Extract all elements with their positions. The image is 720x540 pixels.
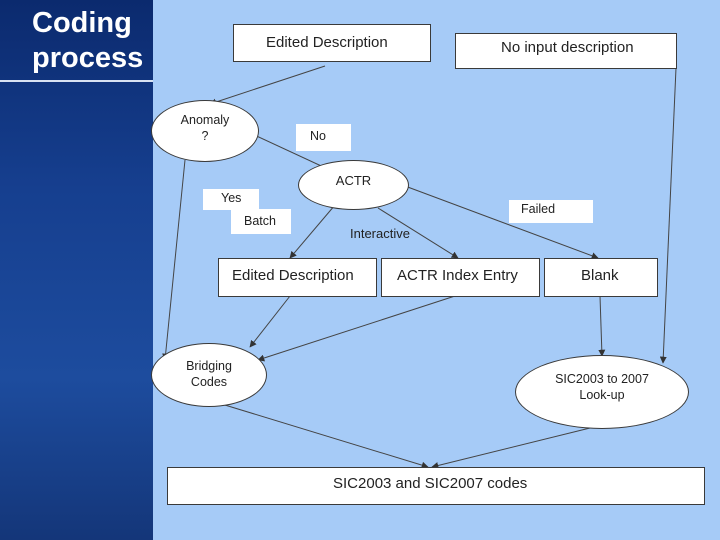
slide-title-line1: Coding [32,7,132,39]
actr-index-entry-label: ACTR Index Entry [397,267,518,284]
arrow-anomaly-yes-to-bridging [162,159,186,361]
arrow-actr-batch-to-edited [289,204,336,259]
no-label-text: No [310,129,326,143]
arrow-edited-to-anomaly [209,65,326,106]
bridging-codes-node: Bridging Codes [151,343,267,407]
sic-lookup-line2: Look-up [579,388,625,402]
no-branch-label: No [296,124,351,151]
bridging-label-line1: Bridging [186,359,232,373]
actr-node: ACTR [298,160,409,210]
failed-branch-label: Failed [509,200,593,223]
blank-box: Blank [544,258,658,297]
actr-index-entry-box: ACTR Index Entry [381,258,540,297]
edited-description-box: Edited Description [233,24,431,62]
slide-title: Coding process [32,6,143,76]
batch-label-text: Batch [244,214,276,228]
arrow-actr-interactive-to-index [377,207,459,259]
actr-label: ACTR [335,173,372,188]
title-underline [0,80,153,82]
edited-description-mid-label: Edited Description [232,267,354,284]
no-input-description-label: No input description [501,39,634,56]
batch-branch-label: Batch [231,209,291,234]
arrow-bridging-to-codes [214,401,429,469]
arrow-actr-failed-to-blank [404,185,599,260]
arrow-blank-to-lookup [598,295,606,357]
arrow-index-to-bridging [257,295,456,362]
anomaly-decision-node: Anomaly ? [151,100,259,162]
yes-branch-label: Yes [203,189,259,210]
slide-title-line2: process [32,42,144,74]
failed-label-text: Failed [521,202,556,216]
edited-description-mid-box: Edited Description [218,258,377,297]
arrow-lookup-to-codes [431,427,591,469]
blank-label: Blank [581,267,619,284]
sic-lookup-node: SIC2003 to 2007 Look-up [515,355,689,429]
no-input-description-box: No input description [455,33,677,69]
edited-description-top-label: Edited Description [266,34,388,51]
arrow-noinput-to-lookup [659,67,677,364]
sic-lookup-line1: SIC2003 to 2007 [555,372,649,386]
bridging-label-line2: Codes [190,375,228,389]
interactive-branch-label: Interactive [350,226,410,241]
sic-codes-output-box: SIC2003 and SIC2007 codes [167,467,705,505]
yes-label-text: Yes [221,191,242,205]
arrow-edited-to-bridging [249,295,291,348]
anomaly-label-line2: ? [201,129,209,143]
left-title-panel [0,0,153,540]
sic-codes-label: SIC2003 and SIC2007 codes [333,475,528,492]
anomaly-label-line1: Anomaly [180,113,230,127]
